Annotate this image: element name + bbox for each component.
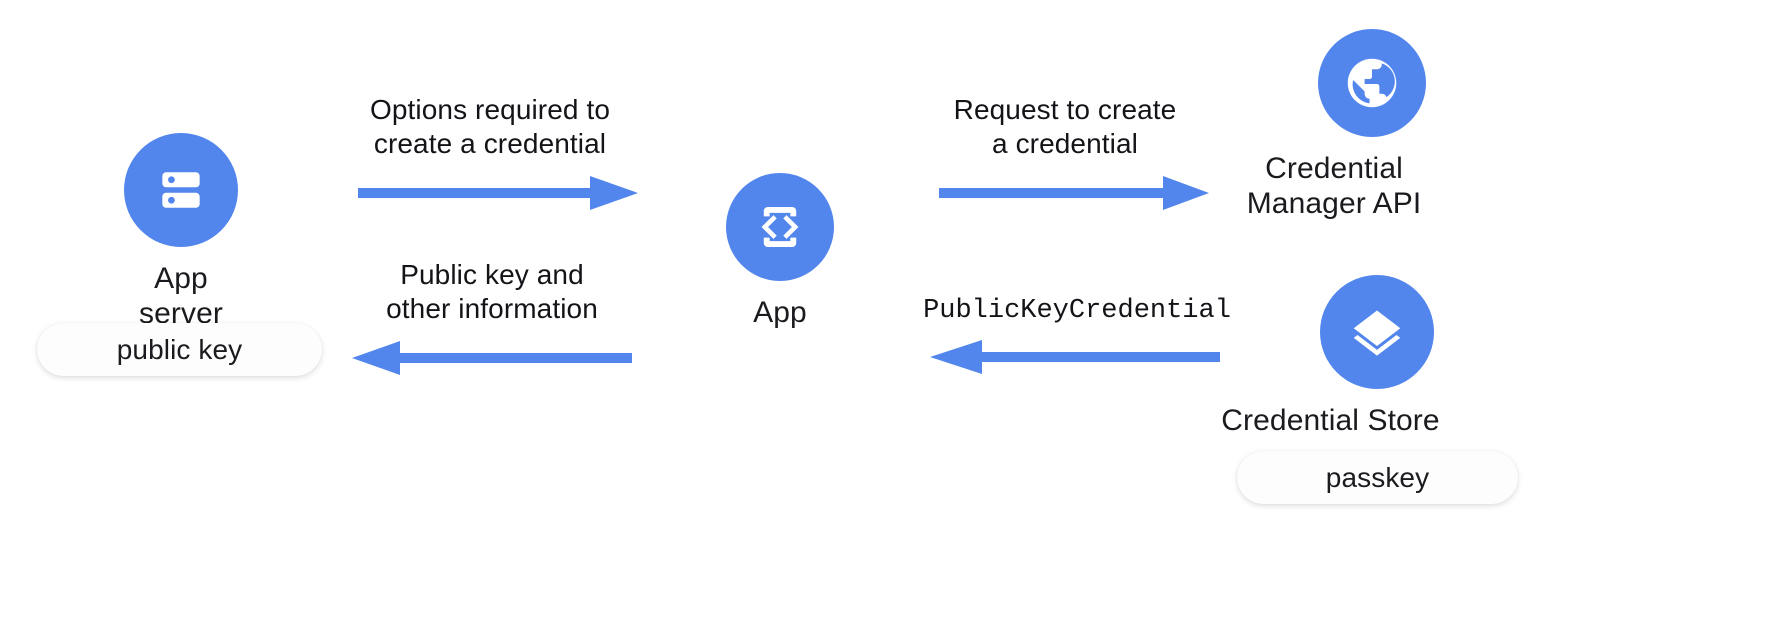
- chip-passkey: passkey: [1237, 451, 1518, 504]
- chip-public-key: public key: [37, 323, 322, 376]
- arrow-right-icon: [939, 176, 1209, 211]
- chip-passkey-text: passkey: [1325, 461, 1430, 493]
- arrow-left-icon: [930, 340, 1220, 375]
- arrow-publickeycredential-label: PublicKeyCredential: [923, 296, 1231, 326]
- app-code-phone-icon: [761, 206, 799, 248]
- arrow-options-required-label: Options required to create a credential: [369, 94, 611, 159]
- credential-manager-api-circle: [1318, 29, 1426, 137]
- arrow-options-required: Options required to create a credential: [340, 93, 640, 213]
- app-circle: [726, 173, 834, 281]
- credential-store-circle: [1320, 275, 1434, 389]
- chip-public-key-text: public key: [116, 333, 243, 365]
- app-server-label: App server: [139, 262, 223, 331]
- app-label: App: [753, 296, 807, 329]
- globe-public-icon: [1347, 58, 1397, 108]
- arrow-right-icon: [358, 176, 638, 211]
- arrow-left-icon: [352, 341, 632, 376]
- arrow-request-to-create: Request to create a credential: [925, 93, 1209, 213]
- node-credential-manager-api: Credential Manager API: [1247, 29, 1426, 222]
- arrow-request-to-create-label: Request to create a credential: [953, 94, 1177, 159]
- app-server-circle: [124, 133, 238, 247]
- credential-store-label: Credential Store: [1221, 404, 1440, 437]
- credential-manager-api-label: Credential Manager API: [1246, 152, 1422, 221]
- server-icon: [162, 172, 200, 208]
- arrow-public-key-info-label: Public key and other information: [386, 259, 598, 324]
- layers-icon: [1353, 310, 1401, 356]
- node-credential-store: Credential Store: [1221, 275, 1440, 438]
- arrow-public-key-info: Public key and other information: [347, 258, 637, 378]
- node-app-server: App server: [124, 133, 238, 332]
- arrow-publickeycredential: PublicKeyCredential: [912, 295, 1242, 377]
- node-app: App: [726, 173, 834, 330]
